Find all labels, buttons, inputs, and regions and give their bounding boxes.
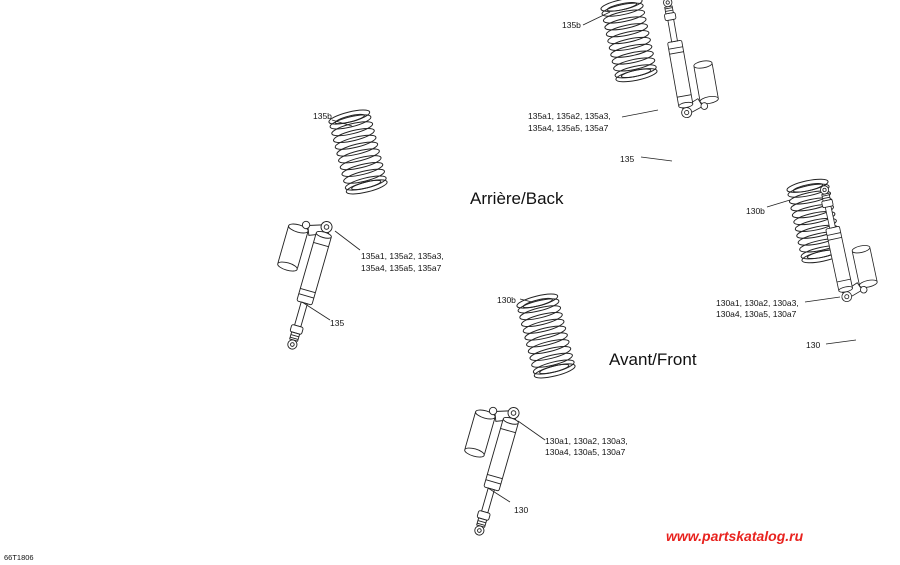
- label-135a-top-line1: 135a1, 135a2, 135a3,: [528, 111, 611, 121]
- watermark: www.partskatalog.ru: [666, 528, 804, 544]
- label-135a-left-line1: 135a1, 135a2, 135a3,: [361, 251, 444, 261]
- shock-130-right: [816, 178, 881, 304]
- label-130a-bottom-line2: 130a4, 130a5, 130a7: [545, 447, 626, 457]
- drawing-code: 66T1806: [4, 553, 34, 562]
- label-135a-left-line2: 135a4, 135a5, 135a7: [361, 263, 442, 273]
- label-135b-left: 135b: [313, 111, 332, 121]
- label-130a-right-line2: 130a4, 130a5, 130a7: [716, 309, 797, 319]
- label-130a-bottom-line1: 130a1, 130a2, 130a3,: [545, 436, 628, 446]
- rear-heading: Arrière/Back: [470, 189, 564, 208]
- label-130a-right-line1: 130a1, 130a2, 130a3,: [716, 298, 799, 308]
- leader-lines: [301, 11, 857, 503]
- label-130-right: 130: [806, 340, 821, 350]
- label-135-top: 135: [620, 154, 635, 164]
- label-135b-top: 135b: [562, 20, 581, 30]
- label-135-left: 135: [330, 318, 345, 328]
- label-130b-center: 130b: [497, 295, 516, 305]
- front-heading: Avant/Front: [609, 350, 697, 369]
- shock-135-top: [659, 0, 722, 120]
- label-135a-top-line2: 135a4, 135a5, 135a7: [528, 123, 609, 133]
- label-130-bottom: 130: [514, 505, 529, 515]
- spring-135b-left: [327, 106, 389, 198]
- shock-135-left: [255, 211, 336, 352]
- spring-130b-center: [515, 290, 577, 382]
- shock-130-bottom: [442, 397, 523, 538]
- label-130b-right: 130b: [746, 206, 765, 216]
